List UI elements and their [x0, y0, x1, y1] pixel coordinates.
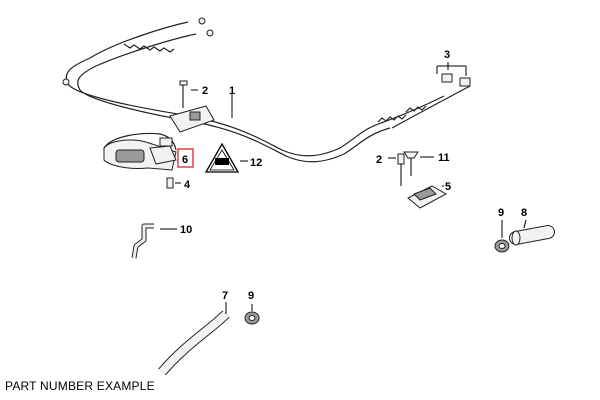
bolt-2-lower — [388, 153, 405, 186]
callout-2-upper: 2 — [202, 85, 208, 97]
callout-8: 8 — [521, 207, 527, 219]
motor-assembly — [103, 132, 177, 171]
callout-2-lower: 2 — [376, 154, 382, 166]
bolt-11 — [403, 151, 434, 176]
callout-4: 4 — [184, 179, 191, 191]
hose-7 — [158, 302, 230, 376]
callout-1: 1 — [229, 85, 235, 97]
bent-rod-10 — [131, 223, 177, 259]
callout-9-upper: 9 — [498, 207, 504, 219]
callout-5: 5 — [445, 181, 451, 193]
bracket-5 — [407, 185, 448, 209]
callout-10: 10 — [180, 224, 192, 236]
callout-3: 3 — [444, 49, 450, 61]
callout-11: 11 — [438, 152, 450, 164]
callout-7: 7 — [222, 290, 228, 302]
warning-label-12 — [204, 142, 248, 173]
callout-12: 12 — [250, 157, 262, 169]
screw-4 — [166, 177, 181, 189]
grommet-9-lower — [244, 304, 260, 325]
highlight-box-6 — [177, 148, 194, 168]
cable-bracket — [169, 105, 215, 133]
caption-label: PART NUMBER EXAMPLE — [5, 379, 155, 393]
grommet-9-upper — [494, 220, 510, 253]
callout-6: 6 — [182, 154, 188, 166]
cable-bundle — [62, 17, 471, 163]
bolt-2-upper — [179, 80, 198, 108]
hose-8 — [509, 219, 555, 246]
callout-9-lower: 9 — [248, 290, 254, 302]
end-fittings-3 — [436, 62, 471, 87]
